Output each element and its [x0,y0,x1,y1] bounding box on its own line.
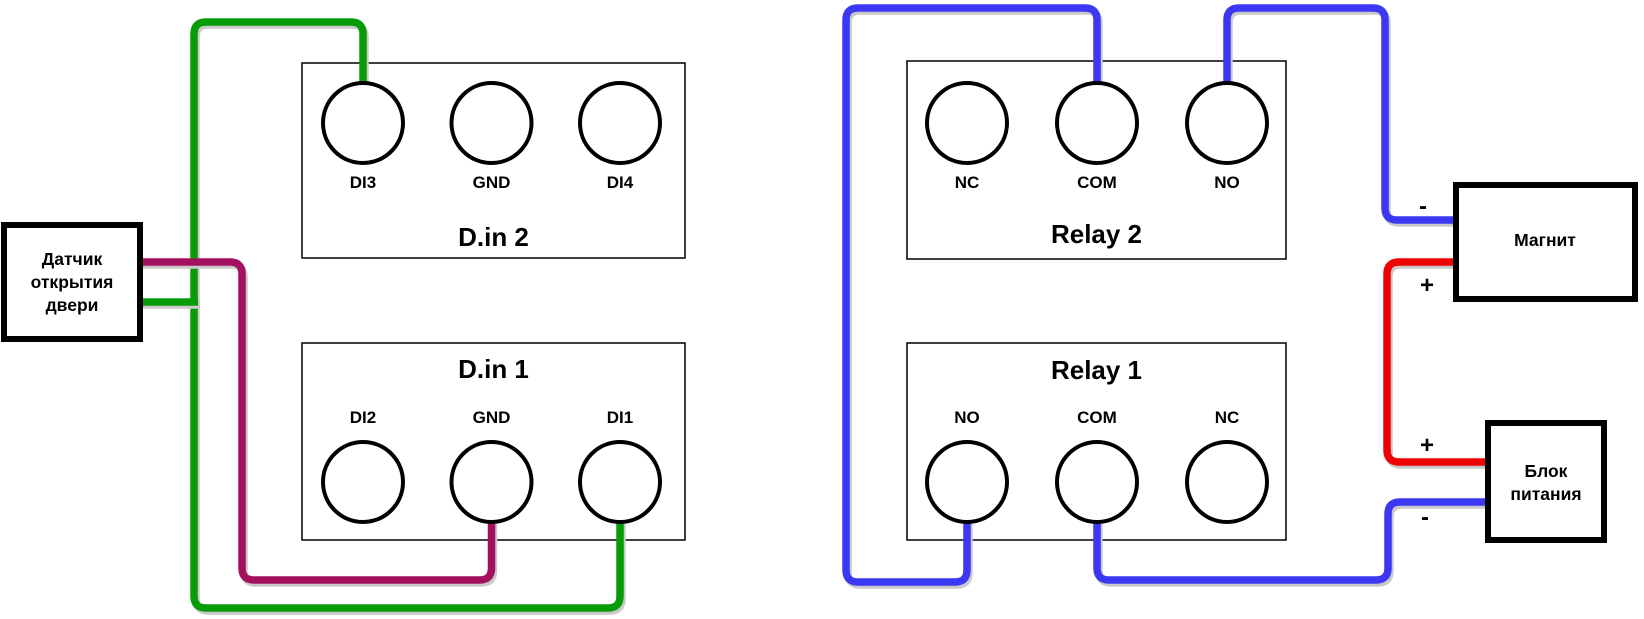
door-sensor-label-line3: двери [46,295,99,315]
wire-magenta-sensor-to-gnd [140,258,496,584]
wire-blue-relay1com-psu [1093,498,1490,584]
din2-terminal-di3-label: DI3 [350,173,376,192]
magnet-label: Магнит [1514,230,1576,250]
door-sensor-label-line1: Датчик [42,249,103,269]
door-sensor-label-line2: открытия [31,272,114,292]
din1-title: D.in 1 [458,354,529,384]
terminal-din2-gnd [449,81,534,165]
wire-blue-relay2com-relay1no [842,4,1101,586]
terminal-din1-gnd [449,440,534,524]
terminal-relay2-no [1185,81,1269,165]
psu-minus-sign: - [1421,504,1429,531]
terminal-di1 [578,440,662,524]
relay2-terminal-no-label: NO [1214,173,1240,192]
relay1-terminal-com-label: COM [1077,408,1117,427]
terminal-circles [321,81,1269,524]
magnet-box [1453,182,1638,302]
psu-box [1485,420,1607,543]
terminal-boxes [301,60,1287,541]
terminal-di3 [321,81,405,165]
terminal-relay1-nc [1185,440,1269,524]
magnet-plus-sign: + [1420,272,1434,299]
door-sensor-box [1,222,143,342]
wire-green-di3-to-di1 [190,18,624,612]
wire-blue-relay2no-magnet [1223,4,1455,224]
din1-terminal-di1-label: DI1 [607,408,633,427]
din1-terminal-gnd-label: GND [473,408,511,427]
terminal-relay2-nc [925,81,1009,165]
relay2-terminal-com-label: COM [1077,173,1117,192]
din1-terminal-di2-label: DI2 [350,408,376,427]
labels-layer: Датчик открытия двери DI3 GND DI4 D.in 2… [31,173,1582,531]
relay1-terminal-no-label: NO [954,408,980,427]
device-boxes [1,182,1638,543]
relay2-title: Relay 2 [1051,219,1142,249]
psu-plus-sign: + [1420,432,1434,459]
din2-title: D.in 2 [458,222,529,252]
terminal-relay1-no [925,440,1009,524]
terminal-di2 [321,440,405,524]
relay1-title: Relay 1 [1051,355,1142,385]
din2-terminal-gnd-label: GND [473,173,511,192]
din2-terminal-di4-label: DI4 [607,173,634,192]
terminal-di4 [578,81,662,165]
relay1-terminal-nc-label: NC [1215,408,1240,427]
terminal-relay2-com [1055,81,1139,165]
psu-label-line2: питания [1510,484,1581,504]
wire-red-magnet-psu [1383,258,1490,466]
wires-layer [140,4,1490,612]
relay2-terminal-nc-label: NC [955,173,980,192]
psu-label-line1: Блок [1525,461,1568,481]
magnet-minus-sign: - [1419,193,1427,220]
terminal-relay1-com [1055,440,1139,524]
